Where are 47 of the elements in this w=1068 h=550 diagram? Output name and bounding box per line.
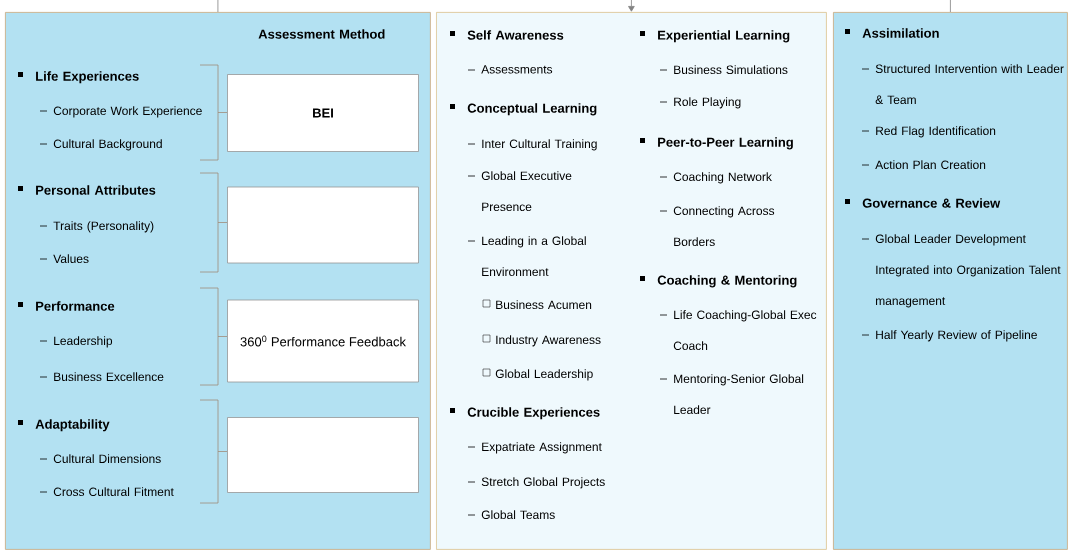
dash-item: Global Teams bbox=[467, 510, 555, 519]
sub-item: Business Acumen bbox=[482, 299, 592, 309]
bullet-item: Self Awareness bbox=[450, 30, 564, 40]
dash-item: Corporate Work Experience bbox=[39, 106, 202, 118]
method-box: BEI bbox=[227, 74, 419, 152]
dash-item: Half Yearly Review of Pipeline bbox=[861, 330, 1037, 342]
dash-item: Inter Cultural Training bbox=[467, 139, 597, 151]
dash-item: Expatriate Assignment bbox=[467, 442, 602, 454]
dash-item: Traits (Personality) bbox=[39, 221, 154, 233]
dash-item: Life Coaching-Global Exec Coach bbox=[659, 310, 817, 350]
dash-item: Stretch Global Projects bbox=[467, 477, 605, 489]
bullet-item: Conceptual Learning bbox=[450, 103, 597, 116]
bullet-item: Life Experiences bbox=[18, 71, 139, 84]
dash-item: Assessments bbox=[467, 65, 553, 74]
dash-item: Leading in a Global Environment bbox=[467, 236, 586, 276]
bullet-item: Personal Attributes bbox=[18, 185, 156, 195]
dash-item: Red Flag Identification bbox=[861, 126, 996, 138]
method-box bbox=[227, 186, 419, 264]
bullet-item: Performance bbox=[18, 301, 115, 311]
dash-item: Connecting Across Borders bbox=[659, 206, 775, 246]
dash-item: Values bbox=[39, 254, 89, 263]
dash-item: Global Executive Presence bbox=[467, 171, 572, 211]
sub-item: Global Leadership bbox=[482, 368, 593, 381]
dash-item: Cross Cultural Fitment bbox=[39, 487, 174, 496]
bullet-item: Crucible Experiences bbox=[450, 407, 600, 420]
bullet-item: Assimilation bbox=[845, 28, 939, 38]
dash-item: Structured Intervention with Leader & Team bbox=[861, 64, 1064, 104]
bullet-item: Adaptability bbox=[18, 419, 110, 432]
dash-item: Global Leader Development Integrated into Organization Talent management bbox=[861, 234, 1061, 308]
sub-item: Industry Awareness bbox=[482, 334, 601, 347]
dash-item: Mentoring-Senior Global Leader bbox=[659, 374, 804, 414]
dash-item: Cultural Background bbox=[39, 139, 162, 151]
dash-item: Action Plan Creation bbox=[861, 160, 986, 169]
method-box bbox=[227, 417, 419, 493]
method-box: 360$^{0}$ Performance Feedback bbox=[227, 299, 419, 383]
dash-item: Coaching Network bbox=[659, 172, 772, 184]
column-heading: Assessment Method bbox=[258, 29, 385, 39]
arrow bbox=[628, 0, 635, 12]
bullet-item: Peer-to-Peer Learning bbox=[640, 137, 793, 150]
bullet-item: Experiential Learning bbox=[640, 30, 790, 43]
dash-item: Business Simulations bbox=[659, 65, 788, 74]
bullet-item: Coaching & Mentoring bbox=[640, 275, 797, 288]
dash-item: Leadership bbox=[39, 336, 113, 348]
dash-item: Cultural Dimensions bbox=[39, 454, 161, 463]
bullet-item: Governance & Review bbox=[845, 198, 1001, 208]
dash-item: Business Excellence bbox=[39, 372, 164, 381]
dash-item: Role Playing bbox=[659, 97, 741, 109]
